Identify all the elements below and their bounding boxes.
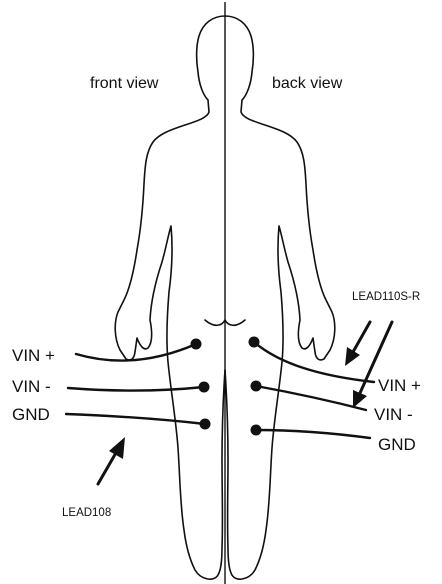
- front-vin-plus-electrode: [191, 339, 202, 350]
- lead108-label: LEAD108: [62, 507, 111, 519]
- back-vin-plus-label: VIN +: [378, 376, 421, 395]
- back-gnd-label: GND: [378, 435, 416, 454]
- back-electrodes: [249, 337, 375, 439]
- front-vin-minus-label: VIN -: [12, 377, 51, 396]
- front-gnd-wire: [66, 414, 205, 424]
- lead108-arrow: [98, 437, 125, 484]
- front-electrodes: [66, 339, 211, 430]
- body-left-half: [115, 16, 225, 579]
- back-gnd-electrode: [251, 425, 262, 436]
- front-vin-plus-label: VIN +: [12, 346, 55, 365]
- back-vin-plus-electrode: [249, 337, 260, 348]
- back-vin-minus-electrode: [251, 381, 262, 392]
- front-view-label: front view: [90, 75, 159, 92]
- front-vin-minus-wire: [68, 387, 204, 391]
- body-right-half: [225, 16, 335, 579]
- lead110s-r-label: LEAD110S-R: [352, 291, 420, 303]
- front-vin-minus-electrode: [199, 382, 210, 393]
- front-gnd-electrode: [200, 419, 211, 430]
- back-vin-minus-wire: [256, 386, 366, 410]
- lead110s-r-arrows: [345, 322, 392, 408]
- back-view-label: back view: [272, 75, 343, 92]
- back-vin-minus-label: VIN -: [374, 405, 413, 424]
- front-gnd-label: GND: [12, 405, 50, 424]
